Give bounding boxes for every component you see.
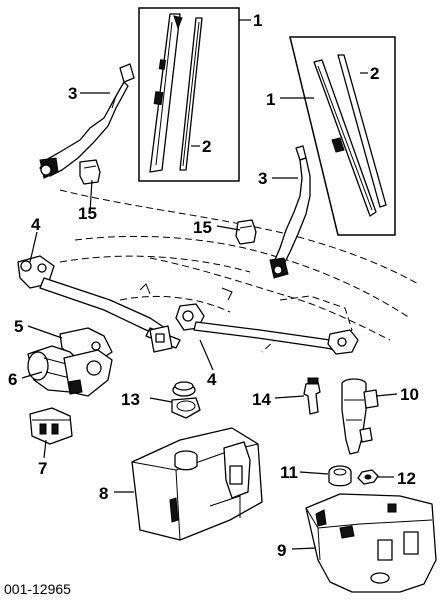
nut-part [357, 469, 379, 485]
washer-pump-part [303, 377, 321, 415]
callout-11: 11 [280, 463, 298, 482]
callout-3-left: 3 [68, 84, 77, 103]
wiper-blade-box-left [138, 7, 240, 182]
callout-14: 14 [252, 390, 271, 409]
callout-2-right: 2 [370, 64, 379, 83]
callout-3-right: 3 [258, 169, 267, 188]
callout-1-right: 1 [266, 90, 275, 109]
callout-13: 13 [121, 390, 140, 409]
arm-cap-left [79, 159, 101, 185]
wiper-arm-left [39, 63, 135, 179]
callout-10: 10 [400, 385, 419, 404]
arm-cap-right [235, 219, 257, 245]
blade-insert-right [337, 54, 387, 208]
cowl-panel-outline [59, 189, 421, 353]
callout-5: 5 [14, 317, 23, 336]
detail-box-right [289, 36, 396, 236]
wiper-blade-left [149, 13, 181, 173]
callout-4-top: 4 [31, 215, 41, 234]
callout-8: 8 [99, 484, 108, 503]
callout-9: 9 [277, 541, 286, 560]
callout-7: 7 [38, 459, 47, 478]
filler-neck-part [341, 378, 379, 455]
leader-lines [21, 19, 398, 550]
washer-reservoir-part [131, 427, 263, 541]
blade-tip-left [173, 15, 183, 30]
callout-15-left: 15 [78, 204, 97, 223]
callout-15-right: 15 [193, 218, 212, 237]
callout-2-left: 2 [202, 137, 211, 156]
wiper-linkage-assembly [17, 255, 359, 355]
callout-12: 12 [397, 469, 416, 488]
wiper-motor-assembly [27, 327, 113, 397]
callout-numbers: 1 1 2 2 3 3 4 4 5 6 7 8 9 10 11 12 13 14… [8, 11, 419, 560]
callout-1-left: 1 [253, 11, 262, 30]
reservoir-cap-part [171, 381, 201, 419]
reservoir-shield-part [305, 493, 437, 593]
motor-connector-part [29, 407, 73, 445]
wiper-arm-right [269, 145, 311, 279]
drawing-number: 001-12965 [4, 581, 71, 597]
detail-box-left [138, 7, 240, 182]
wiper-blade-box-right [289, 36, 396, 236]
callout-4-bottom: 4 [207, 370, 217, 389]
callout-6: 6 [8, 370, 17, 389]
grommet-part [328, 465, 352, 487]
